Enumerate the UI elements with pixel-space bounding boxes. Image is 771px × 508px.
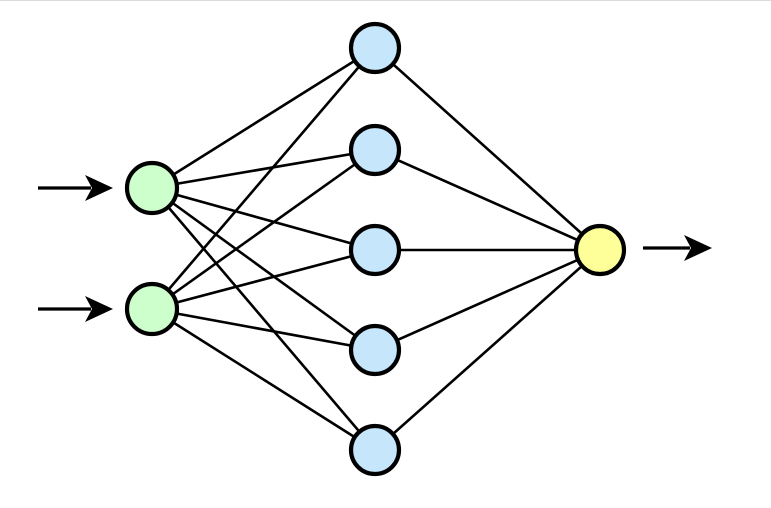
connection-edge-h1-o1 [373, 46, 602, 252]
connection-edge-i1-h4 [150, 186, 377, 352]
connection-edge-h4-o1 [373, 248, 602, 352]
connection-edges-group [150, 46, 602, 452]
connection-edge-i2-h1 [150, 46, 377, 311]
connection-edge-i2-h4 [150, 307, 377, 352]
top-divider-rule [0, 0, 771, 1]
output-arrow-head [684, 235, 712, 261]
connection-edge-i1-h2 [150, 148, 377, 190]
input-arrow-top-head [85, 175, 113, 201]
connection-edge-i2-h3 [150, 248, 377, 311]
neuron-node-h1[interactable] [348, 21, 402, 75]
connection-edge-i2-h5 [150, 307, 377, 452]
neuron-node-o1[interactable] [573, 223, 627, 277]
neuron-node-h3[interactable] [348, 223, 402, 277]
neuron-nodes-group [124, 21, 627, 477]
io-arrows-group [38, 175, 712, 322]
connection-edge-h2-o1 [373, 148, 602, 252]
neuron-node-i1[interactable] [124, 160, 180, 216]
neuron-node-h5[interactable] [348, 423, 402, 477]
neuron-node-h2[interactable] [348, 123, 402, 177]
neuron-node-h4[interactable] [348, 323, 402, 377]
connection-edge-h5-o1 [373, 248, 602, 452]
neuron-node-i2[interactable] [124, 281, 180, 337]
connection-edge-i1-h1 [150, 46, 377, 190]
connection-edge-i2-h2 [150, 148, 377, 311]
input-arrow-bottom-head [85, 296, 113, 322]
connection-edge-i1-h3 [150, 186, 377, 252]
connection-edge-i1-h5 [150, 186, 377, 452]
